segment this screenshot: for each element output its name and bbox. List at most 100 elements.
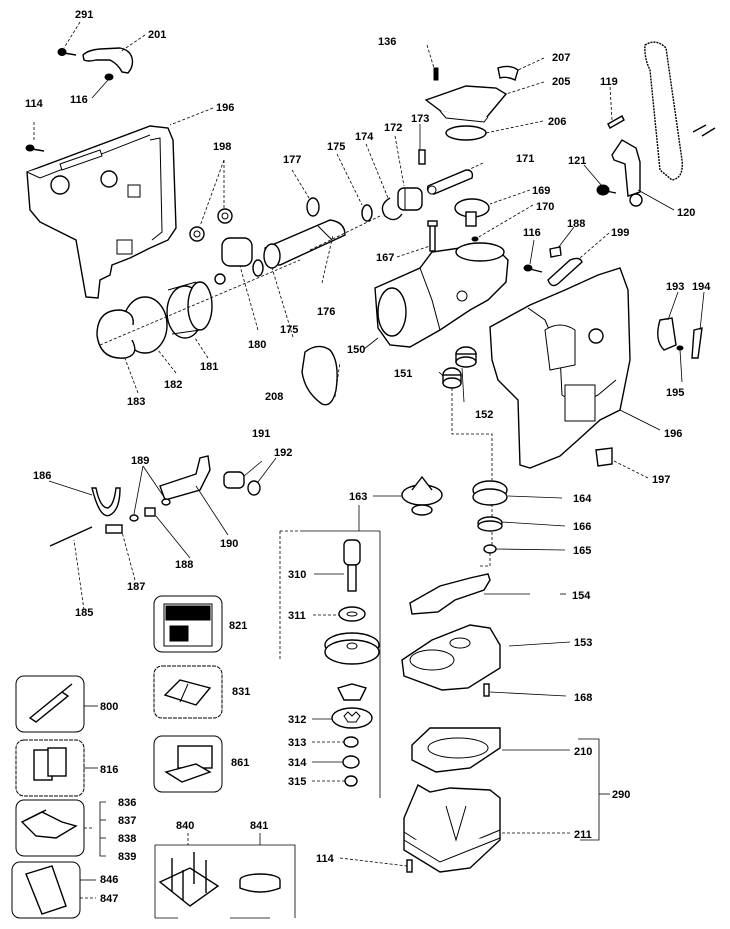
part-114-screw-bottom (406, 859, 413, 873)
accessory-836-839-box (15, 799, 85, 857)
part-164-gear (472, 480, 508, 506)
label-167: 167 (376, 252, 394, 264)
label-313: 313 (288, 737, 306, 749)
label-164: 164 (573, 493, 592, 505)
part-195-pin (676, 345, 684, 351)
label-189: 189 (131, 455, 149, 467)
label-181: 181 (200, 361, 218, 373)
label-846: 846 (100, 874, 118, 886)
label-151: 151 (394, 368, 412, 380)
label-314: 314 (288, 757, 307, 769)
part-170-washer (471, 236, 479, 242)
label-171: 171 (516, 153, 534, 165)
part-clutch-plate (336, 683, 368, 701)
accessory-800-box (15, 675, 85, 733)
accessory-821-box (153, 595, 223, 653)
label-193: 193 (666, 281, 684, 293)
label-841: 841 (250, 820, 268, 832)
label-201: 201 (148, 29, 166, 41)
label-114-bottom: 114 (316, 853, 335, 865)
label-196-right: 196 (664, 428, 682, 440)
label-208: 208 (265, 391, 283, 403)
label-176: 176 (317, 306, 335, 318)
label-199: 199 (611, 227, 629, 239)
part-166-bearing (477, 516, 503, 532)
label-831: 831 (232, 686, 250, 698)
accessory-861-box (153, 735, 223, 793)
label-186: 186 (33, 470, 51, 482)
part-208-gasket (301, 345, 338, 406)
label-816: 816 (100, 764, 118, 776)
part-187-spring (105, 524, 123, 534)
part-211-motor-housing (403, 783, 501, 873)
part-197-clip (595, 447, 613, 467)
part-205-cover-plate (424, 85, 508, 123)
label-188: 188 (567, 218, 585, 230)
label-152: 152 (475, 409, 493, 421)
part-180-tool-holder (214, 237, 253, 285)
part-121-screw (596, 184, 617, 196)
part-315-nut (344, 775, 358, 787)
label-119: 119 (600, 76, 618, 88)
label-175-b: 175 (280, 324, 298, 336)
label-173: 173 (411, 113, 429, 125)
label-120: 120 (677, 207, 695, 219)
accessory-831-box (153, 665, 223, 719)
label-114: 114 (25, 98, 44, 110)
label-192: 192 (274, 447, 292, 459)
part-188-spring-top (549, 246, 562, 258)
label-206: 206 (548, 116, 566, 128)
part-188-spring-mid (144, 507, 156, 517)
part-173-pin (418, 149, 426, 165)
part-201-handle-clamp (82, 47, 134, 74)
part-314-bearing (342, 755, 360, 769)
label-116-mid: 116 (523, 227, 541, 239)
label-194: 194 (692, 281, 711, 293)
part-312-spring-washer (331, 707, 373, 729)
label-838: 838 (118, 833, 136, 845)
label-174: 174 (355, 131, 374, 143)
label-166: 166 (573, 521, 591, 533)
part-291-screw (57, 48, 77, 56)
part-side-handle (644, 41, 716, 181)
part-labels: 291 201 116 114 196 198 136 207 205 206 … (25, 9, 711, 905)
label-180: 180 (248, 339, 266, 351)
part-169-gear (454, 198, 490, 227)
part-175-o-ring (252, 259, 264, 277)
part-198-bearings (189, 208, 233, 242)
part-large-gear (324, 632, 380, 665)
part-177-o-ring (306, 197, 320, 217)
label-165: 165 (573, 545, 591, 557)
part-136-screw (433, 67, 439, 81)
part-192-o-ring (247, 480, 261, 496)
label-290: 290 (612, 789, 630, 801)
part-183-snap-ring (96, 309, 136, 359)
part-191-bushing (223, 471, 245, 489)
label-195: 195 (666, 387, 684, 399)
part-171-connecting-rod (426, 169, 474, 195)
part-207-pad (497, 65, 519, 81)
label-170: 170 (536, 201, 554, 213)
label-177: 177 (283, 154, 301, 166)
label-190: 190 (220, 538, 238, 550)
label-175: 175 (327, 141, 345, 153)
part-175-o-ring-b (361, 204, 373, 222)
label-800: 800 (100, 701, 118, 713)
part-313-washer (343, 736, 359, 748)
label-821: 821 (229, 620, 247, 632)
label-312: 312 (288, 714, 306, 726)
part-120-latch (611, 139, 643, 207)
part-172-piston (397, 187, 423, 211)
label-163: 163 (349, 491, 367, 503)
label-168: 168 (574, 692, 592, 704)
label-121: 121 (568, 155, 586, 167)
part-174-spring-ring (381, 197, 403, 221)
part-168-screw (483, 683, 490, 697)
part-210-ring (411, 727, 501, 773)
label-116: 116 (70, 94, 88, 106)
label-188-b: 188 (175, 559, 193, 571)
part-116-screw-mid (523, 264, 543, 273)
label-197: 197 (652, 474, 670, 486)
part-116-screw-top (104, 73, 114, 81)
